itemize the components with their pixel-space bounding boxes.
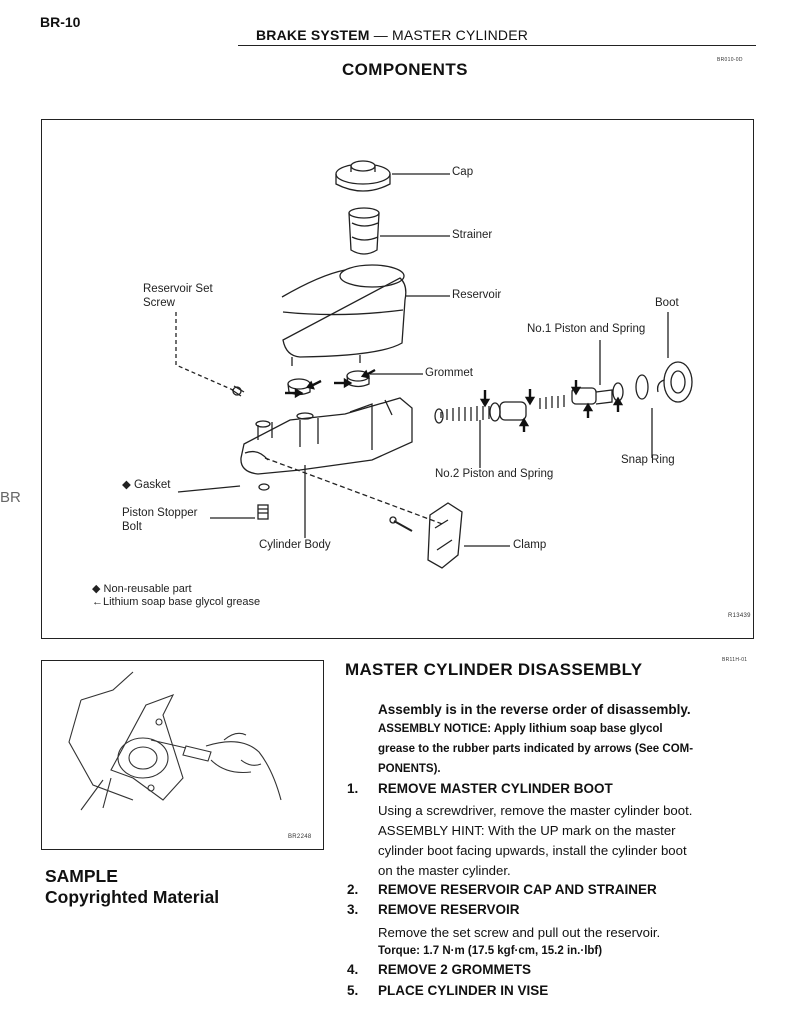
disassembly-title: MASTER CYLINDER DISASSEMBLY [345, 660, 643, 679]
step-2-number: 2. [347, 882, 359, 897]
header-separator: — [369, 27, 393, 43]
step-4-number: 4. [347, 962, 359, 977]
cylinder-body-part [240, 397, 413, 475]
label-reservoir-set-screw-2: Screw [143, 297, 175, 309]
components-code: BR010-0D [717, 57, 743, 63]
label-reservoir: Reservoir [452, 289, 502, 301]
step-3-body-1: Remove the set screw and pull out the re… [378, 925, 661, 940]
label-strainer: Strainer [452, 229, 493, 241]
header-rule [238, 45, 756, 46]
label-piston-stopper-1: Piston Stopper [122, 507, 198, 519]
header-subsection: MASTER CYLINDER [392, 27, 529, 43]
reservoir-part [281, 264, 407, 366]
intro-text: Assembly is in the reverse order of disa… [378, 702, 691, 717]
step-1-body-4: on the master cylinder. [378, 863, 511, 878]
components-title: COMPONENTS [342, 60, 468, 79]
label-boot: Boot [655, 297, 679, 309]
no2-piston-spring-part [434, 401, 527, 424]
step-1-title: REMOVE MASTER CYLINDER BOOT [378, 781, 613, 796]
label-piston-stopper-2: Bolt [122, 521, 142, 533]
step-5-number: 5. [347, 983, 359, 998]
label-gasket: ◆ Gasket [122, 479, 171, 491]
step-4-title: REMOVE 2 GROMMETS [378, 962, 532, 977]
grease-arrow-icon: ← [92, 596, 103, 608]
clamp-part [389, 502, 463, 569]
disassembly-code: BR11H-01 [722, 657, 748, 663]
step-1-body-1: Using a screwdriver, remove the master c… [378, 803, 693, 818]
piston-stopper-bolt-part [257, 504, 269, 520]
notice-line-2: grease to the rubber parts indicated by … [378, 743, 694, 755]
step-3-title: REMOVE RESERVOIR [378, 902, 520, 917]
boot-removal-illustration [41, 660, 324, 850]
side-tab: BR [0, 489, 21, 506]
photo-figure-code: BR2248 [288, 834, 312, 840]
reservoir-set-screw-part [231, 385, 245, 397]
label-grommet: Grommet [425, 367, 473, 379]
components-diagram [41, 119, 754, 639]
grommet-parts [287, 370, 370, 396]
page-header: BRAKE SYSTEM — MASTER CYLINDER [256, 27, 528, 43]
notice-line-1: ASSEMBLY NOTICE: Apply lithium soap base… [378, 723, 663, 735]
sample-line-2: Copyrighted Material [45, 887, 220, 907]
label-no2-piston: No.2 Piston and Spring [435, 468, 554, 480]
cap-part [335, 160, 391, 192]
snap-ring-part [635, 374, 649, 400]
step-5-title: PLACE CYLINDER IN VISE [378, 983, 549, 998]
step-2-title: REMOVE RESERVOIR CAP AND STRAINER [378, 882, 657, 897]
strainer-part [348, 207, 380, 255]
sample-line-1: SAMPLE [45, 866, 118, 886]
label-clamp: Clamp [513, 539, 547, 551]
step-3-number: 3. [347, 902, 359, 917]
label-cylinder-body: Cylinder Body [259, 539, 331, 551]
header-section: BRAKE SYSTEM [256, 27, 370, 43]
step-1-number: 1. [347, 781, 359, 796]
boot-removal-drawing [68, 671, 282, 811]
sample-watermark: SAMPLE Copyrighted Material [45, 866, 219, 908]
legend-grease-text: Lithium soap base glycol grease [103, 596, 261, 608]
label-cap: Cap [452, 166, 474, 178]
legend-grease: ←Lithium soap base glycol grease [92, 596, 260, 608]
no1-piston-spring-part [539, 382, 624, 409]
step-1-body-3: cylinder boot facing upwards, install th… [378, 843, 687, 858]
gasket-part [258, 483, 270, 491]
components-figure-code: R13439 [728, 613, 751, 619]
page-number: BR-10 [40, 14, 81, 30]
label-no1-piston: No.1 Piston and Spring [527, 323, 646, 335]
step-1-body-2: ASSEMBLY HINT: With the UP mark on the m… [378, 823, 676, 838]
notice-line-3: PONENTS). [378, 763, 441, 775]
label-reservoir-set-screw-1: Reservoir Set [143, 283, 213, 295]
legend-non-reusable: ◆ Non-reusable part [92, 583, 192, 595]
label-snap-ring: Snap Ring [621, 454, 675, 466]
step-3-torque: Torque: 1.7 N·m (17.5 kgf·cm, 15.2 in.·l… [378, 945, 603, 957]
boot-part [656, 361, 693, 403]
